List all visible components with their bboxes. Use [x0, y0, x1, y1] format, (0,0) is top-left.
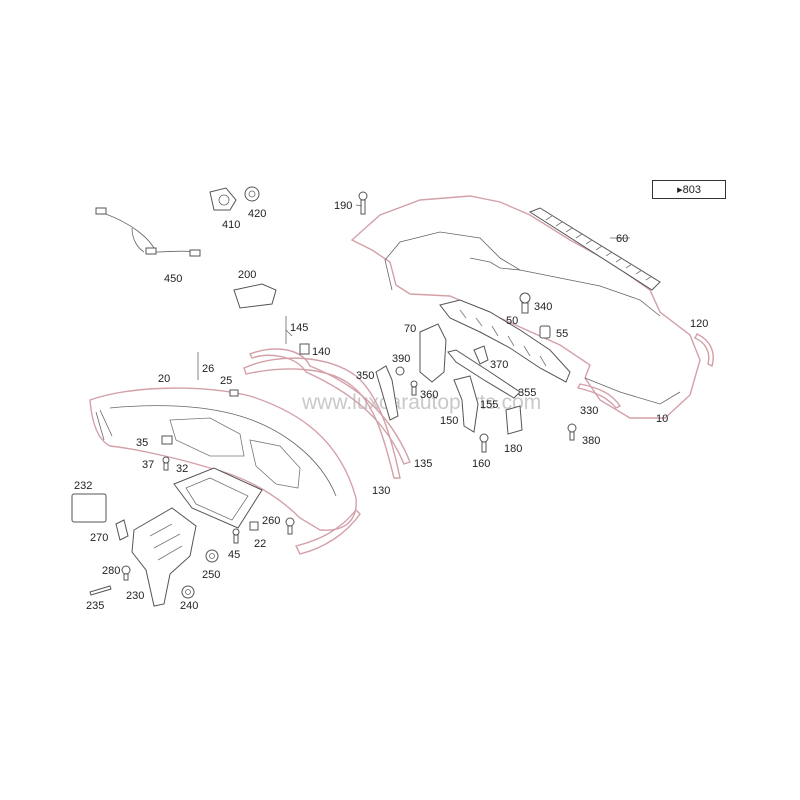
- part-sensor-410[interactable]: [209, 187, 237, 211]
- part-screw-37[interactable]: [162, 456, 170, 471]
- callout-370[interactable]: 370: [490, 359, 508, 371]
- part-trim-130[interactable]: [243, 357, 401, 479]
- callout-25[interactable]: 25: [220, 375, 232, 387]
- callout-37[interactable]: 37: [142, 459, 154, 471]
- part-clip-35[interactable]: [161, 435, 173, 445]
- callout-26[interactable]: 26: [202, 363, 214, 375]
- callout-260[interactable]: 260: [262, 515, 280, 527]
- watermark: www.luxcarautoparts.com: [301, 391, 541, 414]
- part-side-strip[interactable]: [576, 383, 622, 409]
- callout-410[interactable]: 410: [222, 219, 240, 231]
- part-cover-200[interactable]: [233, 283, 277, 309]
- part-screw-22[interactable]: [285, 517, 295, 535]
- part-screw-360[interactable]: [410, 380, 418, 396]
- part-diffuser-insert[interactable]: [173, 467, 263, 529]
- part-nut-240[interactable]: [181, 585, 195, 599]
- callout-135[interactable]: 135: [414, 458, 432, 470]
- part-clip-55[interactable]: [539, 325, 551, 339]
- callout-190[interactable]: 190: [334, 200, 352, 212]
- part-side-bracket-230[interactable]: [131, 507, 197, 607]
- callout-140[interactable]: 140: [312, 346, 330, 358]
- callout-150[interactable]: 150: [440, 415, 458, 427]
- callout-450[interactable]: 450: [164, 273, 182, 285]
- leader-lines: [285, 204, 630, 337]
- callout-60[interactable]: 60: [616, 233, 628, 245]
- callout-350[interactable]: 350: [356, 370, 374, 382]
- callout-250[interactable]: 250: [202, 569, 220, 581]
- part-reinforcement[interactable]: [439, 299, 571, 383]
- reference-link-box[interactable]: ▸803: [652, 180, 726, 199]
- callout-280[interactable]: 280: [102, 565, 120, 577]
- part-pin-235[interactable]: [89, 585, 112, 596]
- callout-55[interactable]: 55: [556, 328, 568, 340]
- callout-380[interactable]: 380: [582, 435, 600, 447]
- part-clip-140[interactable]: [299, 343, 310, 355]
- callout-355[interactable]: 355: [518, 387, 536, 399]
- callout-20[interactable]: 20: [158, 373, 170, 385]
- callout-230[interactable]: 230: [126, 590, 144, 602]
- callout-232[interactable]: 232: [74, 480, 92, 492]
- part-clip-25[interactable]: [229, 389, 239, 397]
- callout-180[interactable]: 180: [504, 443, 522, 455]
- part-screw-190[interactable]: [358, 191, 368, 215]
- callout-155[interactable]: 155: [480, 399, 498, 411]
- part-mount-bracket[interactable]: [447, 345, 521, 399]
- part-holder-350[interactable]: [375, 365, 399, 421]
- callout-10[interactable]: 10: [656, 413, 668, 425]
- part-nut-250[interactable]: [205, 549, 219, 563]
- part-guide-70[interactable]: [419, 323, 447, 383]
- callout-45[interactable]: 45: [228, 549, 240, 561]
- part-screw-280[interactable]: [121, 565, 131, 581]
- callout-420[interactable]: 420: [248, 208, 266, 220]
- part-bumper-cover[interactable]: [350, 195, 701, 419]
- callout-145[interactable]: 145: [290, 322, 308, 334]
- callout-390[interactable]: 390: [392, 353, 410, 365]
- part-nut-390[interactable]: [395, 366, 405, 376]
- callout-70[interactable]: 70: [404, 323, 416, 335]
- callout-labels: 10 20 22 25 26 32 35 37 45 50 55 60 70 1…: [74, 200, 708, 612]
- part-screw-340[interactable]: [519, 292, 531, 314]
- callout-130[interactable]: 130: [372, 485, 390, 497]
- part-trim-strip[interactable]: [528, 207, 661, 291]
- part-screw-45[interactable]: [232, 528, 240, 544]
- part-lower-cover-edge[interactable]: [294, 508, 361, 555]
- callout-270[interactable]: 270: [90, 532, 108, 544]
- callout-200[interactable]: 200: [238, 269, 256, 281]
- callout-240[interactable]: 240: [180, 600, 198, 612]
- part-wiring-harness[interactable]: [95, 207, 201, 257]
- callout-50[interactable]: 50: [506, 315, 518, 327]
- part-clip-270[interactable]: [115, 519, 129, 541]
- callout-235[interactable]: 235: [86, 600, 104, 612]
- callout-340[interactable]: 340: [534, 301, 552, 313]
- part-clip-260[interactable]: [249, 521, 259, 531]
- part-clip-180[interactable]: [505, 405, 523, 435]
- callout-22[interactable]: 22: [254, 538, 266, 550]
- part-sensor-ring-420[interactable]: [244, 186, 260, 202]
- part-bracket-150[interactable]: [453, 375, 479, 433]
- part-side-bracket-right[interactable]: [694, 333, 714, 368]
- part-trim-135[interactable]: [249, 348, 411, 465]
- callout-360[interactable]: 360: [420, 389, 438, 401]
- callout-120[interactable]: 120: [690, 318, 708, 330]
- callout-330[interactable]: 330: [580, 405, 598, 417]
- callout-32[interactable]: 32: [176, 463, 188, 475]
- part-plate-232[interactable]: [71, 493, 107, 523]
- callout-160[interactable]: 160: [472, 458, 490, 470]
- part-screw-160[interactable]: [479, 433, 489, 453]
- callout-35[interactable]: 35: [136, 437, 148, 449]
- part-screw-380[interactable]: [567, 423, 577, 441]
